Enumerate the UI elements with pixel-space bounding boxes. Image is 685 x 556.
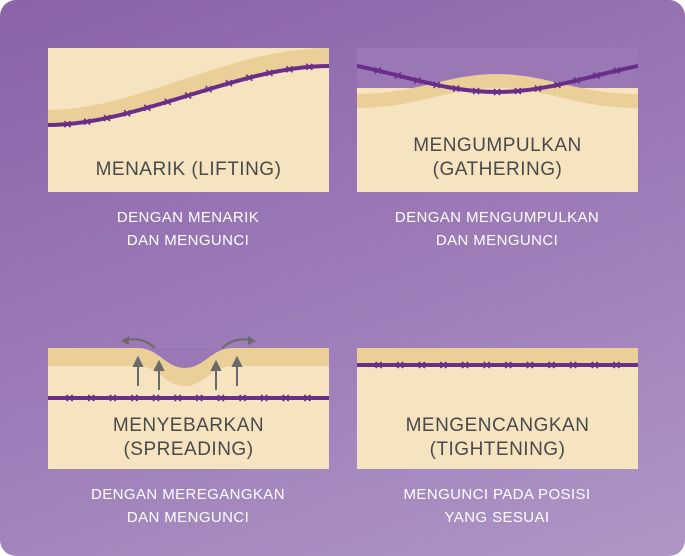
barb-mark	[87, 394, 95, 402]
thread-barbs	[374, 67, 621, 96]
barb-mark	[418, 361, 426, 369]
skin-surface-band	[48, 348, 329, 386]
skin-dip	[138, 348, 232, 368]
thread-barbs	[66, 394, 311, 402]
barb-mark	[195, 394, 203, 402]
thread-barbs	[63, 63, 313, 128]
barb-mark	[305, 63, 313, 71]
panel-title: MENYEBARKAN (SPREADING)	[48, 414, 329, 462]
barb-mark	[245, 74, 253, 82]
lifting-illustration	[48, 48, 329, 128]
gathering-illustration	[357, 48, 638, 192]
barb-mark	[472, 87, 480, 95]
barb-mark	[83, 118, 91, 126]
panel-title-line: MENGENCANGKAN	[405, 415, 590, 436]
panel-title: MENARIK (LIFTING)	[95, 159, 282, 180]
panel-gathering: MENGUMPULKAN (GATHERING)	[357, 48, 638, 192]
panel-caption: DENGAN MENGUMPULKAN DAN MENGUNCI	[347, 206, 647, 252]
barb-mark	[612, 361, 620, 369]
caption-line: MENGUNCI PADA POSISI	[403, 486, 591, 503]
caption-line: DAN MENGUNCI	[126, 232, 250, 249]
barb-mark	[553, 81, 561, 89]
barb-mark	[184, 91, 192, 100]
barb-mark	[130, 394, 139, 402]
panel-caption: DENGAN MEREGANGKAN DAN MENGUNCI	[38, 483, 338, 529]
barb-mark	[439, 361, 448, 369]
barb-mark	[375, 361, 383, 369]
barb-mark	[63, 120, 71, 128]
right-curved-arrow-icon	[221, 338, 252, 349]
barb-mark	[592, 71, 601, 80]
barb-mark	[174, 394, 182, 402]
barb-mark	[461, 361, 469, 369]
barb-mark	[285, 65, 294, 73]
barb-mark	[66, 394, 74, 402]
skin-surface-band	[357, 348, 638, 366]
panel-title-line: MENGUMPULKAN	[413, 135, 582, 156]
barb-mark	[526, 361, 534, 369]
caption-line: YANG SESUAI	[444, 509, 550, 526]
barb-mark	[573, 76, 581, 84]
panel-caption: MENGUNCI PADA POSISI YANG SESUAI	[347, 483, 647, 529]
barb-mark	[394, 71, 402, 80]
caption-line: DAN MENGUNCI	[435, 232, 559, 249]
panel-title-line: (GATHERING)	[432, 159, 563, 180]
barb-mark	[493, 88, 501, 96]
barb-mark	[260, 394, 268, 402]
barb-mark	[514, 87, 522, 95]
skin-surface-band	[48, 48, 329, 126]
barb-mark	[143, 104, 151, 112]
barb-mark	[413, 76, 421, 84]
caption-line: DENGAN MENARIK	[116, 209, 260, 226]
panel-title-line: (TIGHTENING)	[429, 439, 566, 460]
barb-mark	[452, 85, 460, 93]
left-curved-arrow-icon	[125, 338, 156, 349]
panel-tightening: MENGENCANGKAN (TIGHTENING)	[357, 348, 638, 469]
panel-lifting: MENARIK (LIFTING)	[48, 48, 329, 192]
barb-mark	[225, 79, 233, 87]
panel-title-line: MENYEBARKAN	[112, 415, 265, 436]
panel-title-line: (SPREADING)	[123, 439, 254, 460]
barb-mark	[303, 394, 311, 402]
panel-caption: DENGAN MENARIK DAN MENGUNCI	[38, 206, 338, 252]
barb-mark	[103, 114, 111, 122]
caption-line: DENGAN MEREGANGKAN	[91, 486, 285, 503]
barb-mark	[282, 394, 290, 402]
barb-mark	[217, 394, 225, 402]
barb-mark	[613, 67, 621, 75]
barb-mark	[374, 67, 382, 75]
barb-mark	[265, 69, 274, 77]
spread-direction-arrows	[121, 336, 256, 349]
barb-mark	[569, 361, 577, 369]
barb-mark	[164, 98, 172, 106]
push-arrows	[132, 355, 243, 390]
barb-mark	[534, 85, 542, 93]
caption-line: DENGAN MENGUMPULKAN	[394, 209, 600, 226]
panel-title: MENGENCANGKAN (TIGHTENING)	[357, 414, 638, 462]
barb-mark	[396, 361, 404, 369]
barb-mark	[591, 361, 599, 369]
barb-mark	[123, 109, 131, 117]
thread-barbs	[375, 361, 620, 369]
skin-surface-band	[357, 74, 638, 108]
barb-mark	[483, 361, 491, 369]
spreading-illustration	[48, 348, 329, 402]
panel-title: MENGUMPULKAN (GATHERING)	[357, 134, 638, 182]
barb-mark	[204, 85, 213, 93]
barb-mark	[433, 81, 441, 89]
caption-line: DAN MENGUNCI	[126, 509, 250, 526]
panel-spreading: MENYEBARKAN (SPREADING)	[48, 348, 329, 469]
tightening-illustration	[357, 348, 638, 369]
barb-mark	[238, 394, 247, 402]
barb-mark	[504, 361, 512, 369]
barb-mark	[109, 394, 117, 402]
barb-mark	[547, 361, 556, 369]
barb-mark	[152, 394, 160, 402]
